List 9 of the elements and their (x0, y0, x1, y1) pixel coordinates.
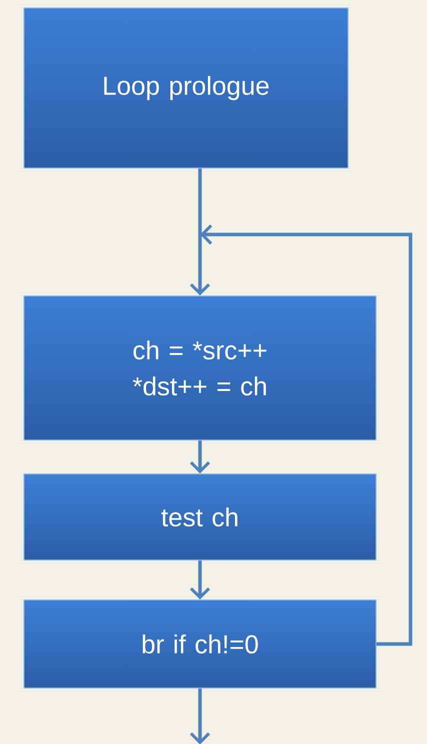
process-box: Loop prologue (24, 8, 348, 168)
process-box: test ch (24, 474, 376, 560)
arrow (200, 224, 412, 646)
arrow (190, 688, 210, 744)
process-box: ch = *src++ *dst++ = ch (24, 296, 376, 440)
arrow (190, 168, 210, 296)
arrow (190, 440, 210, 474)
process-box: br if ch!=0 (24, 600, 376, 688)
arrow (190, 560, 210, 600)
